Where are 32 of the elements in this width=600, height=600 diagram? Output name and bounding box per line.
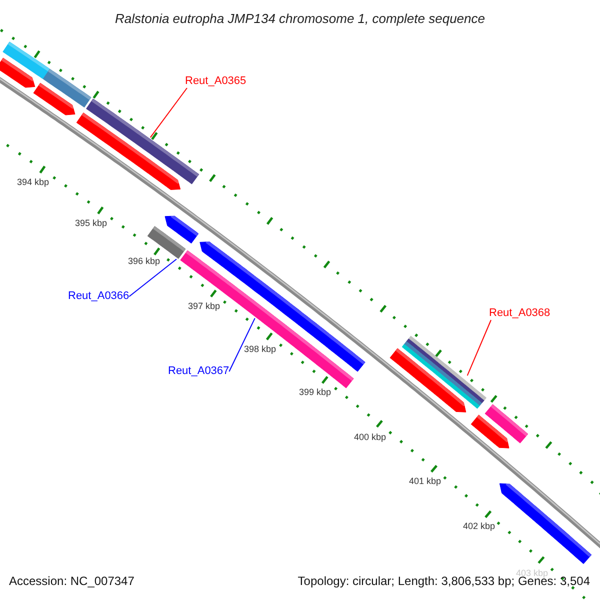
gene-feature-bar bbox=[33, 82, 76, 116]
gene-feature-bar bbox=[499, 482, 592, 564]
gene-feature-bar bbox=[42, 68, 92, 108]
leader-line bbox=[466, 320, 492, 376]
gene-feature-bar bbox=[164, 214, 199, 244]
accession-label: Accession: NC_007347 bbox=[9, 574, 134, 589]
gene-label: Reut_A0366 bbox=[68, 290, 130, 303]
gene-label: Reut_A0367 bbox=[168, 365, 230, 378]
scale-label: 395 kbp bbox=[75, 218, 108, 229]
gene-label: Reut_A0368 bbox=[489, 307, 550, 320]
gene-feature-bar bbox=[147, 226, 186, 259]
gene-label: Reut_A0365 bbox=[185, 75, 246, 88]
leader-line bbox=[128, 258, 177, 297]
gene-feature-bar bbox=[390, 348, 466, 412]
gene-feature-bar bbox=[86, 98, 200, 184]
gene-feature-bar bbox=[0, 58, 36, 88]
scale-label: 399 kbp bbox=[299, 387, 332, 398]
scale-label: 397 kbp bbox=[188, 301, 220, 312]
scale-label: 394 kbp bbox=[17, 177, 50, 188]
gene-feature-bar bbox=[484, 404, 528, 444]
scale-label: 402 kbp bbox=[463, 521, 496, 532]
leader-line bbox=[150, 88, 188, 138]
gene-feature-bar bbox=[402, 336, 487, 409]
scale-label: 396 kbp bbox=[128, 256, 160, 267]
scale-label: 401 kbp bbox=[409, 476, 442, 487]
scale-label: 398 kbp bbox=[244, 344, 276, 355]
gene-feature-bar bbox=[470, 414, 510, 448]
gene-feature-bar bbox=[76, 112, 181, 190]
scale-label: 400 kbp bbox=[354, 432, 386, 443]
leader-line bbox=[228, 318, 256, 372]
gene-feature-bar bbox=[2, 42, 50, 80]
map-title: Ralstonia eutropha JMP134 chromosome 1, complete sequence bbox=[114, 10, 486, 28]
